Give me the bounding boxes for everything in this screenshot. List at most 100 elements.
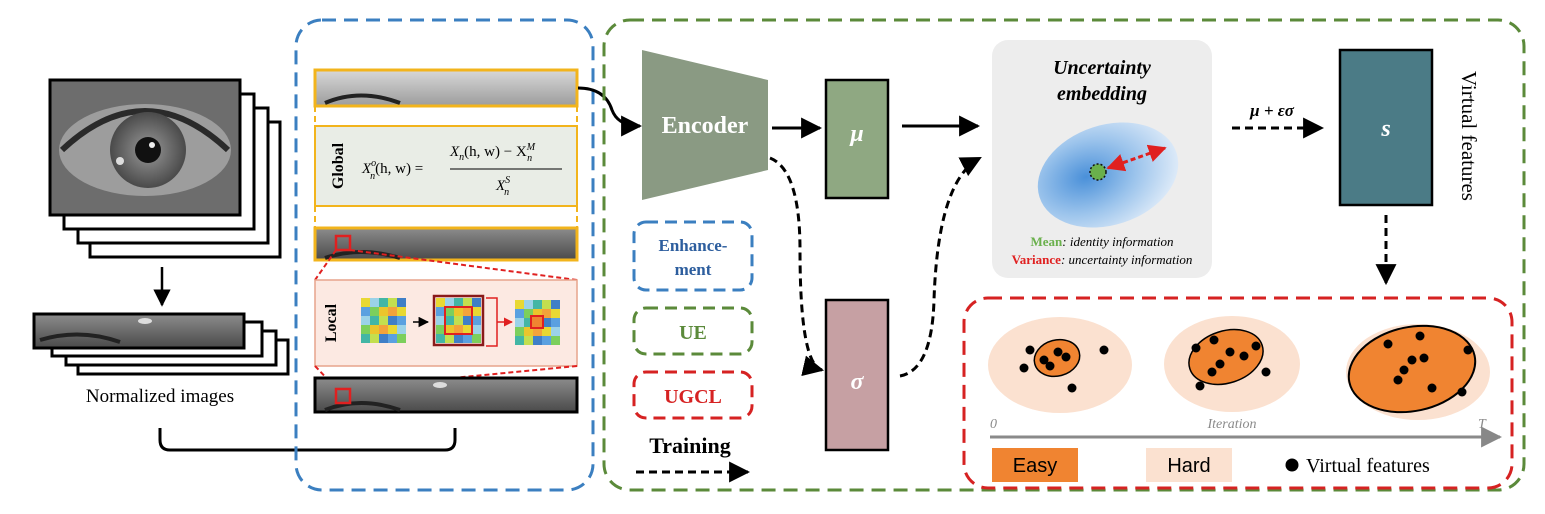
- patch-cell: [472, 325, 481, 334]
- virtual-feature-point: [1261, 367, 1271, 377]
- patch-cell: [524, 309, 533, 318]
- legend-enhancement-line1: Enhance-: [659, 236, 728, 255]
- patch-cell: [551, 309, 560, 318]
- patch-cell: [463, 316, 472, 325]
- variance-arrow: [1106, 144, 1167, 172]
- patch-cell: [472, 298, 481, 307]
- patch-cell: [533, 327, 542, 336]
- virtual-feature-point: [1415, 331, 1425, 341]
- virtual-feature-point: [1427, 383, 1437, 393]
- variance-legend: Variance: uncertainty information: [1012, 252, 1193, 267]
- patch-cell: [472, 307, 481, 316]
- patch-cell: [463, 325, 472, 334]
- enhanced-strip-top: [313, 68, 579, 108]
- axis-end-label: T: [1478, 417, 1487, 432]
- patch-cell: [370, 298, 379, 307]
- patch-cell: [361, 307, 370, 316]
- patch-cell: [454, 307, 463, 316]
- mean-legend: Mean: identity information: [1031, 234, 1174, 249]
- patch-cell: [388, 307, 397, 316]
- patch-cell: [436, 298, 445, 307]
- patch-cell: [379, 316, 388, 325]
- global-box: [314, 125, 578, 207]
- bracket-connector: [158, 428, 457, 452]
- legend-ugcl: [632, 370, 754, 420]
- virtual-feature-point: [1209, 335, 1219, 345]
- ugcl-panel: [962, 296, 1514, 490]
- normalized-images-caption: Normalized images: [86, 386, 234, 407]
- legend-ue-label: UE: [679, 322, 707, 344]
- patch-cell: [454, 325, 463, 334]
- patch-cell: [551, 336, 560, 345]
- patch-cell: [445, 307, 454, 316]
- sigma-block: [824, 298, 890, 452]
- patch-cell: [388, 334, 397, 343]
- virtual-feature-point: [1393, 375, 1403, 385]
- patch-cell: [533, 309, 542, 318]
- virtual-feature-point: [1419, 353, 1429, 363]
- patch-cell: [445, 334, 454, 343]
- s-block: [1338, 48, 1434, 207]
- patch-cell: [436, 334, 445, 343]
- virtual-feature-point: [1039, 355, 1049, 365]
- legend-training-label: Training: [649, 433, 731, 458]
- patch-cell: [454, 316, 463, 325]
- virtual-feature-point: [1407, 355, 1417, 365]
- uncertainty-title-line2: embedding: [1057, 83, 1147, 105]
- patch-cell: [379, 334, 388, 343]
- patch-cell: [388, 298, 397, 307]
- cluster-mid: [1164, 316, 1300, 412]
- patch-cell: [542, 318, 551, 327]
- local-patch-grid: [361, 298, 406, 343]
- virtual-feature-point: [1207, 367, 1217, 377]
- patch-cell: [361, 334, 370, 343]
- local-patch-grid-result: [515, 300, 560, 345]
- patch-cell: [542, 300, 551, 309]
- virtual-feature-point: [1463, 345, 1473, 355]
- mean-point: [1089, 163, 1107, 181]
- patch-cell: [436, 307, 445, 316]
- s-label: s: [1380, 116, 1390, 142]
- virtual-feature-point: [1251, 341, 1261, 351]
- patch-cell: [515, 309, 524, 318]
- patch-cell: [542, 336, 551, 345]
- legend-enhancement: [632, 220, 754, 292]
- patch-cell: [370, 334, 379, 343]
- patch-cell: [370, 307, 379, 316]
- patch-cell: [397, 316, 406, 325]
- patch-cell: [551, 318, 560, 327]
- virtual-feature-point: [1025, 345, 1035, 355]
- patch-cell: [361, 325, 370, 334]
- patch-cell: [397, 334, 406, 343]
- patch-cell: [445, 325, 454, 334]
- patch-cell: [397, 325, 406, 334]
- patch-cell: [515, 300, 524, 309]
- virtual-feature-point: [1239, 351, 1249, 361]
- virtual-feature-point: [1383, 339, 1393, 349]
- patch-cell: [515, 327, 524, 336]
- reparam-label: μ + εσ: [1249, 101, 1295, 120]
- patch-cell: [361, 316, 370, 325]
- patch-cell: [524, 336, 533, 345]
- cluster-early: [988, 317, 1132, 413]
- svg-text:Xn(h, w) − XMn: Xn(h, w) − XMn: [449, 142, 536, 164]
- patch-cell: [463, 307, 472, 316]
- patch-cell: [515, 318, 524, 327]
- svg-text:Xon(h, w) =: Xon(h, w) =: [361, 158, 423, 182]
- enhanced-strip-middle: [313, 226, 579, 262]
- virtual-feature-point: [1053, 347, 1063, 357]
- strip-to-encoder-arrow: [577, 86, 643, 137]
- patch-cell: [551, 327, 560, 336]
- patch-cell: [472, 334, 481, 343]
- patch-cell: [524, 300, 533, 309]
- virtual-feature-point: [1099, 345, 1109, 355]
- encoder-label: Encoder: [662, 113, 749, 139]
- global-label: Global: [330, 142, 347, 189]
- patch-cell: [542, 327, 551, 336]
- cluster-late: [1346, 324, 1490, 420]
- virtual-feature-point: [1061, 352, 1071, 362]
- patch-cell: [388, 325, 397, 334]
- virtual-feature-points: [1019, 331, 1473, 397]
